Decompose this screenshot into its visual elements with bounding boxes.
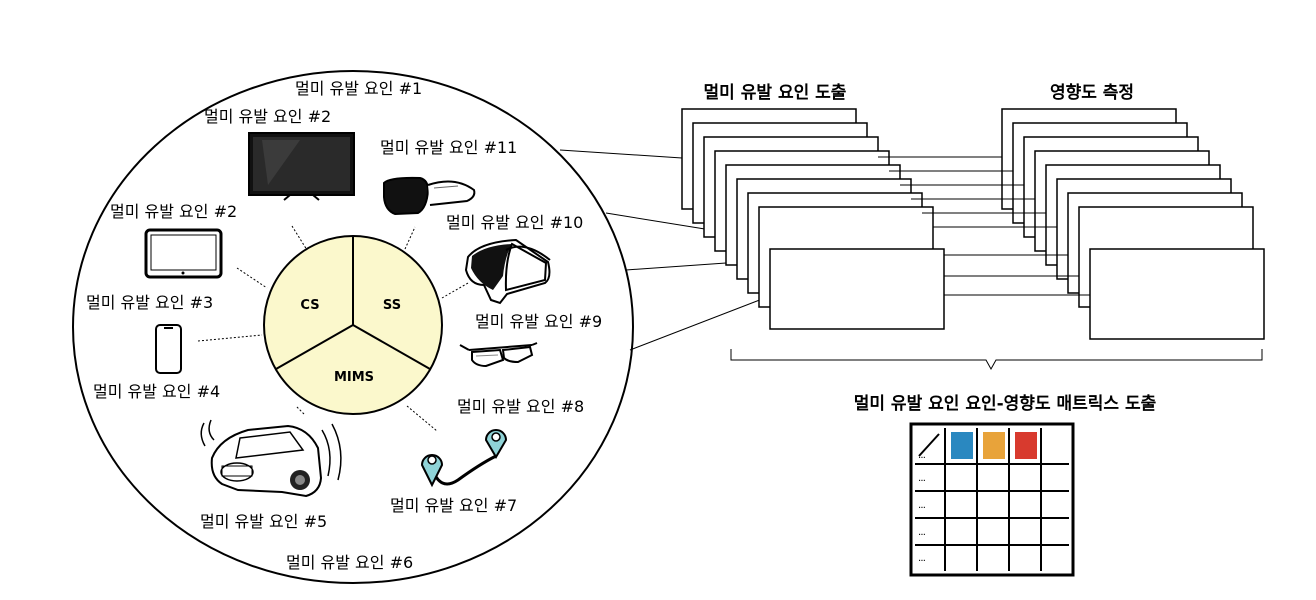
impact-header: 영향도 측정: [1050, 82, 1134, 103]
matrix-dots-3: · · ·: [918, 530, 926, 541]
matrix-cell-blue: [951, 432, 973, 459]
factor-9-label: 멀미 유발 요인 #9: [475, 312, 602, 331]
factor-4-label: 멀미 유발 요인 #4: [93, 382, 220, 401]
stack-link-lines: [878, 156, 1090, 296]
factor-7-label: 멀미 유발 요인 #7: [390, 496, 517, 515]
factor-labels: 멀미 유발 요인 #1 멀미 유발 요인 #2 멀미 유발 요인 #11 멀미 …: [86, 79, 602, 572]
smartphone-icon: [155, 324, 182, 374]
matrix-cell-red: [1015, 432, 1037, 459]
circle-to-stack-lines: [559, 149, 771, 351]
vr-headset-icon: [464, 238, 551, 305]
factor-1-label: 멀미 유발 요인 #1: [295, 79, 422, 98]
pie-section-mims: MIMS: [334, 370, 374, 385]
pie-chart: CS SS MIMS: [263, 235, 443, 415]
derivation-stack: [681, 108, 945, 330]
smart-glasses-icon: [459, 342, 538, 368]
factor-2-top-label: 멀미 유발 요인 #2: [204, 107, 331, 126]
matrix-dots-0: · · ·: [918, 453, 926, 464]
factor-11-label: 멀미 유발 요인 #11: [380, 138, 517, 157]
matrix-dots-2: · · ·: [918, 503, 926, 514]
map-route-icon: [420, 429, 508, 488]
matrix-dots-4: · · ·: [918, 556, 926, 567]
car-icon: [200, 419, 342, 498]
hmd-icon: [383, 176, 476, 216]
factor-2-left-label: 멀미 유발 요인 #2: [110, 202, 237, 221]
factor-8-label: 멀미 유발 요인 #8: [457, 397, 584, 416]
tv-icon: [248, 132, 355, 201]
tablet-icon: [144, 228, 223, 279]
factor-5-label: 멀미 유발 요인 #5: [200, 512, 327, 531]
factor-3-label: 멀미 유발 요인 #3: [86, 293, 213, 312]
impact-stack: [1001, 108, 1265, 340]
matrix-grid: · · · · · · · · · · · · · · ·: [909, 422, 1075, 577]
pie-section-ss: SS: [383, 298, 401, 313]
stack-bracket: [730, 349, 1263, 371]
factor-10-label: 멀미 유발 요인 #10: [446, 213, 583, 232]
pie-section-cs: CS: [300, 298, 319, 313]
matrix-header: 멀미 유발 요인 요인-영향도 매트릭스 도출: [854, 393, 1157, 414]
matrix-dots-1: · · ·: [918, 476, 926, 487]
dotted-connectors: [197, 225, 469, 432]
derivation-header: 멀미 유발 요인 도출: [704, 82, 847, 103]
factor-6-label: 멀미 유발 요인 #6: [286, 553, 413, 572]
matrix-cell-orange: [983, 432, 1005, 459]
